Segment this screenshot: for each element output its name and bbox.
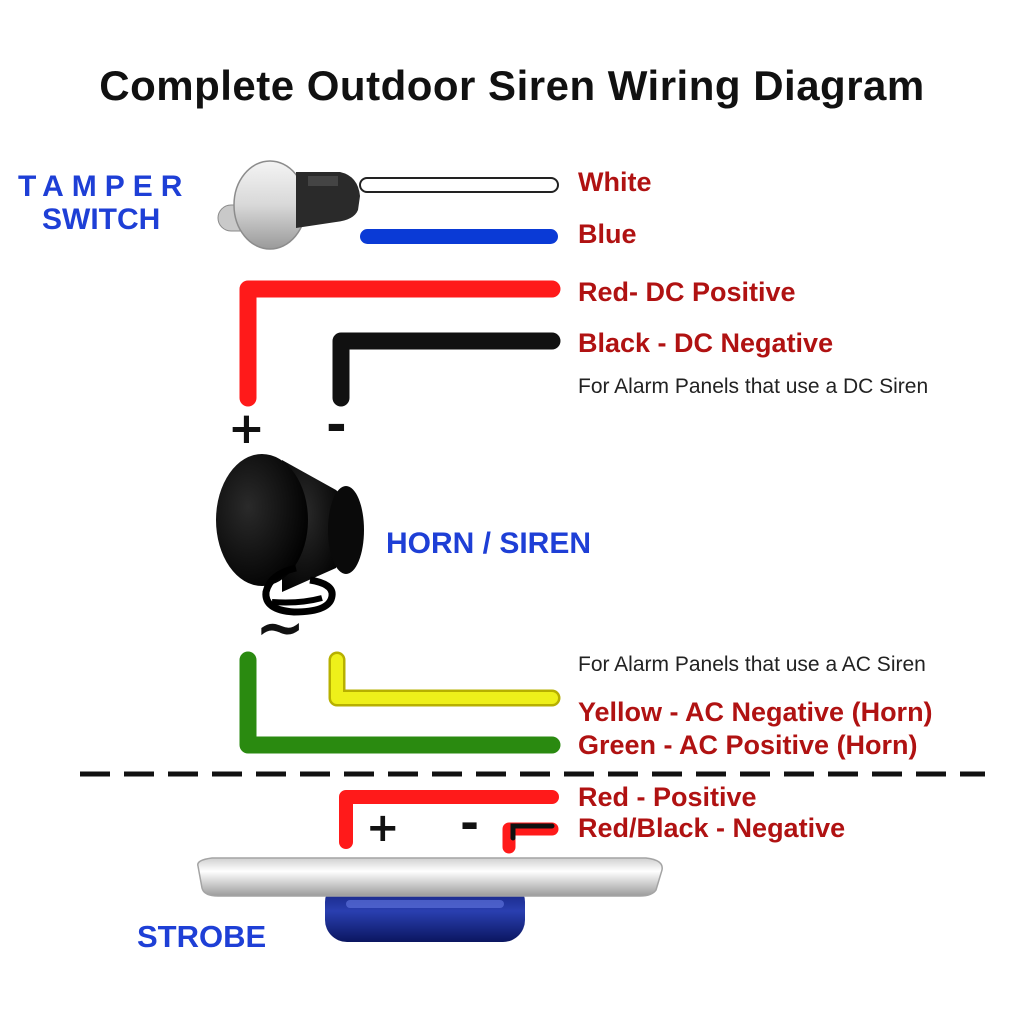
black-dc-wire xyxy=(332,332,561,407)
dc-minus-symbol: - xyxy=(326,396,347,454)
strobe-label: STROBE xyxy=(137,919,267,954)
white-wire-label: White xyxy=(578,167,652,197)
red-dc-wire xyxy=(239,280,561,407)
white-wire xyxy=(359,177,559,193)
red-dc-label: Red- DC Positive xyxy=(578,277,796,307)
ac-symbol: ~ xyxy=(255,593,306,663)
dc-siren-note: For Alarm Panels that use a DC Siren xyxy=(578,375,929,398)
tamper-label-line1: TAMPER xyxy=(18,170,191,203)
horn-siren-label: HORN / SIREN xyxy=(386,527,592,560)
dc-plus-symbol: + xyxy=(228,403,265,454)
strobe-icon xyxy=(197,857,663,942)
green-ac-label: Green - AC Positive (Horn) xyxy=(578,730,918,760)
redblack-strobe-wire xyxy=(502,822,559,854)
redblack-stripe xyxy=(510,823,555,841)
red-strobe-label: Red - Positive xyxy=(578,782,757,812)
horn-siren-icon xyxy=(216,454,364,616)
tamper-label-line2: SWITCH xyxy=(42,203,161,236)
tamper-switch-icon xyxy=(217,160,360,250)
strobe-plus-symbol: + xyxy=(366,805,400,851)
redblack-strobe-label: Red/Black - Negative xyxy=(578,813,846,843)
ac-siren-note: For Alarm Panels that use a AC Siren xyxy=(578,653,926,676)
strobe-minus-symbol: - xyxy=(460,796,480,850)
yellow-ac-label: Yellow - AC Negative (Horn) xyxy=(578,697,933,727)
yellow-ac-wire xyxy=(331,654,558,704)
black-dc-label: Black - DC Negative xyxy=(578,328,834,358)
red-strobe-wire xyxy=(339,790,559,849)
blue-wire xyxy=(360,229,558,244)
diagram-title: Complete Outdoor Siren Wiring Diagram xyxy=(99,62,925,109)
blue-wire-label: Blue xyxy=(578,219,637,249)
green-ac-wire xyxy=(239,651,561,754)
